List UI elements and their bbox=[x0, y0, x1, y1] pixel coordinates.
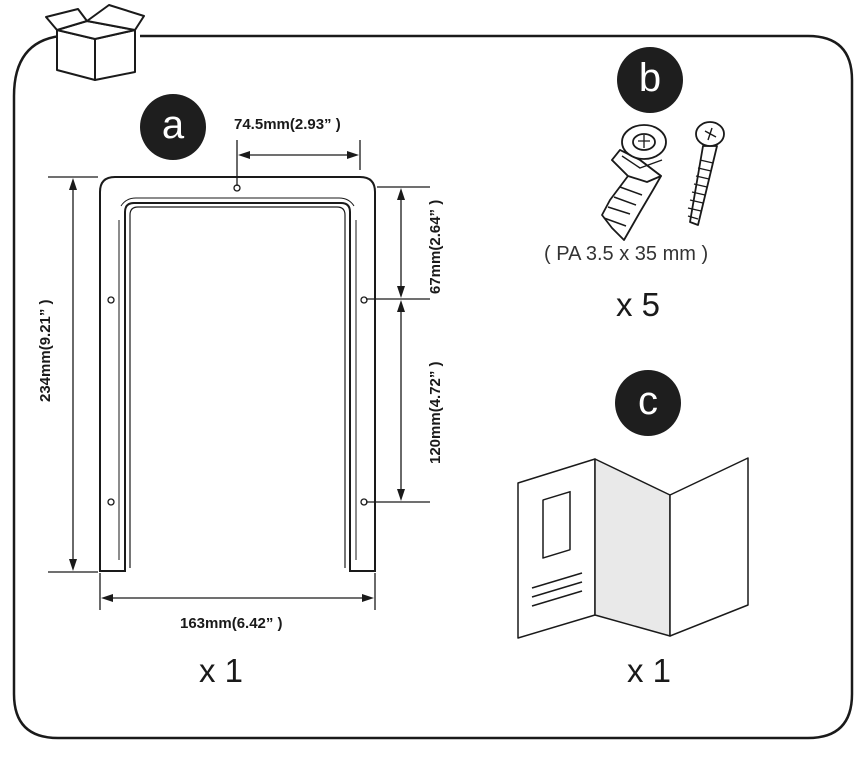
badge-a: a bbox=[140, 94, 206, 160]
bracket-drawing bbox=[99, 176, 376, 572]
badge-b: b bbox=[617, 47, 683, 113]
manual-icon bbox=[517, 457, 749, 639]
dim-bottom-label: 163mm(6.42” ) bbox=[180, 615, 283, 632]
quantity-a: x 1 bbox=[199, 652, 244, 689]
outer-frame bbox=[12, 34, 854, 740]
screw-icon bbox=[687, 121, 725, 226]
dimension-lines bbox=[48, 140, 430, 610]
box-icon bbox=[45, 4, 145, 81]
wall-plug-icon bbox=[601, 124, 667, 241]
plug-spec: ( PA 3.5 x 35 mm ) bbox=[544, 243, 709, 265]
dim-left-label: 234mm(9.21” ) bbox=[37, 299, 54, 402]
dim-right-upper-label: 67mm(2.64” ) bbox=[427, 199, 444, 294]
dim-right-lower-label: 120mm(4.72” ) bbox=[427, 361, 444, 464]
quantity-c: x 1 bbox=[627, 652, 672, 689]
dim-top-label: 74.5mm(2.93” ) bbox=[234, 116, 341, 133]
quantity-b: x 5 bbox=[616, 286, 661, 323]
badge-c: c bbox=[615, 370, 681, 436]
mounting-holes bbox=[107, 184, 368, 506]
